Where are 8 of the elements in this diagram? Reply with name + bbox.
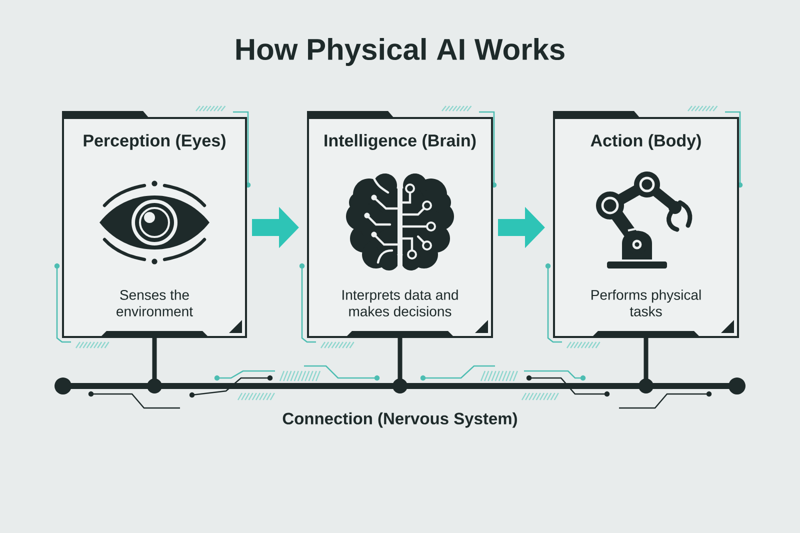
box-heading: Intelligence (Brain) (324, 134, 476, 150)
box-description: Performs physical tasks (592, 290, 701, 316)
box-heading: Perception (Eyes) (84, 134, 226, 150)
box-heading: Action (Body) (590, 134, 701, 150)
box-description: Senses the environment (116, 290, 193, 316)
bus-label: Connection (Nervous System) (282, 412, 517, 428)
box-description: Interprets data and makes decisions (342, 290, 458, 316)
page-title: How Physical AI Works (236, 38, 564, 66)
